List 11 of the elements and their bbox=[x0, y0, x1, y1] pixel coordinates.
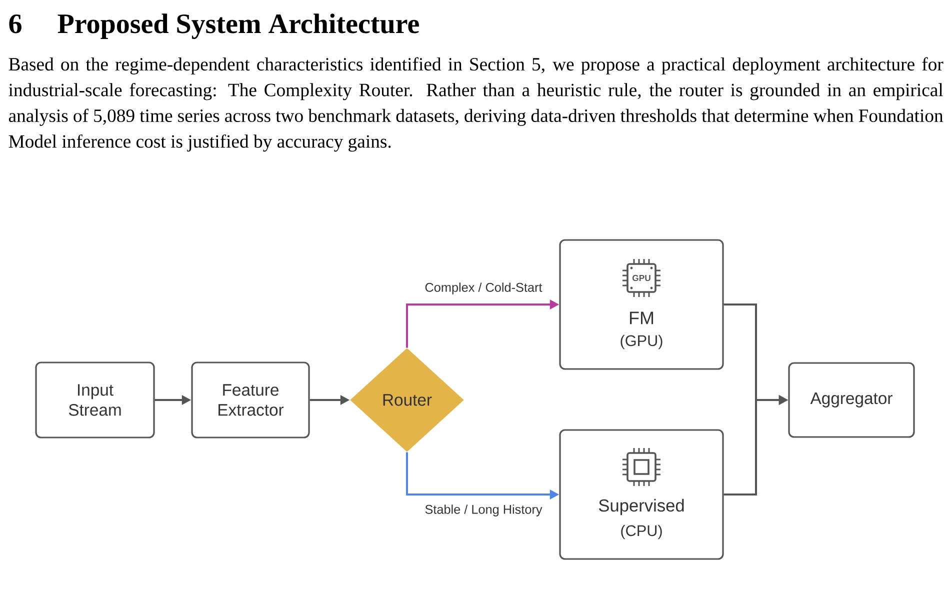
process-box: Aggregator bbox=[788, 362, 915, 438]
process-box: Feature Extractor bbox=[191, 362, 310, 438]
edge-label: Complex / Cold-Start bbox=[423, 281, 544, 296]
chip-label: GPU bbox=[632, 274, 650, 282]
process-box: Supervised (CPU) bbox=[559, 429, 724, 560]
edge-label: Stable / Long History bbox=[423, 503, 544, 518]
section-title: Proposed System Architecture bbox=[58, 14, 419, 40]
section-number: 6 bbox=[9, 14, 22, 34]
process-box: Input Stream bbox=[35, 362, 155, 438]
process-box: GPU FM (GPU) bbox=[559, 239, 724, 370]
body-text: Based on the regime-dependent characteristics identified in Section 5, we propose a practical deployment architecture for industrial-scale forecasting: The Complexity Router. Rather than a heuristic rule, the router is grounded in an empirical analysis of 5,089 time series across two benchmark datasets, deriving data-driven thresholds that determine when Foundation Model inference cost is justified by accuracy gains. bbox=[8, 57, 944, 152]
